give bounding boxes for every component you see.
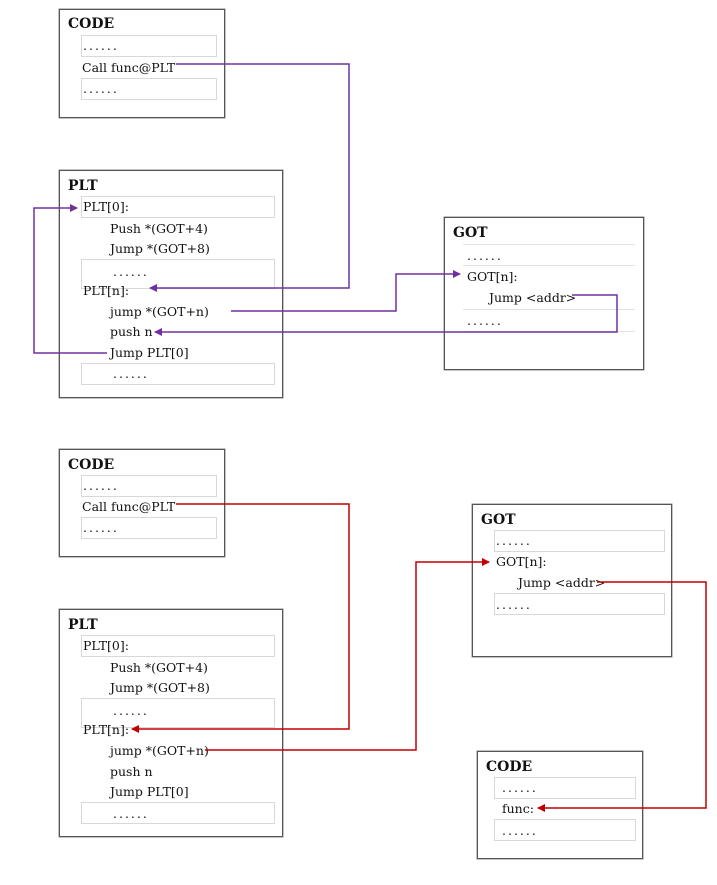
plt-line-dots: ...... <box>113 264 149 279</box>
code-box-title: CODE <box>68 457 115 473</box>
got-line-end: ...... <box>496 597 532 612</box>
code-box-top: CODE ...... Call func@PLT ...... <box>59 9 225 118</box>
got-line-dots: ...... <box>496 533 532 548</box>
plt-box-top: PLT PLT[0]: Push *(GOT+4) Jump *(GOT+8) … <box>59 170 283 398</box>
func-code-box: CODE ...... func: ...... <box>477 751 643 859</box>
plt-slot-end <box>81 802 275 824</box>
code-line-1: ...... <box>83 38 119 53</box>
plt-line-end: ...... <box>113 806 149 821</box>
code-box-bottom: CODE ...... Call func@PLT ...... <box>59 449 225 557</box>
plt-line-jump-gotn: jump *(GOT+n) <box>110 304 209 319</box>
code-line-3: ...... <box>502 823 538 838</box>
plt-line-dots: ...... <box>113 703 149 718</box>
plt-line-push-got4: Push *(GOT+4) <box>110 660 208 675</box>
plt-line-plt0: PLT[0]: <box>83 638 129 653</box>
got-line-jump-addr: Jump <addr> <box>518 575 606 590</box>
plt-slot-end <box>81 363 275 385</box>
got-line-jump-addr: Jump <addr> <box>489 290 577 305</box>
got-line-dots: ...... <box>467 248 503 263</box>
code-line-call: Call func@PLT <box>82 499 176 514</box>
plt-line-jump-gotn: jump *(GOT+n) <box>110 743 209 758</box>
got-separator <box>463 309 635 310</box>
plt-box-bottom: PLT PLT[0]: Push *(GOT+4) Jump *(GOT+8) … <box>59 609 283 837</box>
got-line-gotn: GOT[n]: <box>467 269 518 284</box>
got-box-top: GOT ...... GOT[n]: Jump <addr> ...... <box>444 217 644 370</box>
got-separator <box>463 244 635 245</box>
code-line-3: ...... <box>83 81 119 96</box>
plt-line-pltn: PLT[n]: <box>83 283 130 298</box>
code-box-title: CODE <box>486 759 533 775</box>
code-line-1: ...... <box>502 780 538 795</box>
plt-line-pltn: PLT[n]: <box>83 722 130 737</box>
code-line-3: ...... <box>83 520 119 535</box>
code-slot-1 <box>81 35 217 57</box>
plt-box-title: PLT <box>68 617 98 633</box>
plt-line-jump-got8: Jump *(GOT+8) <box>110 241 210 256</box>
plt-line-jump-plt0: Jump PLT[0] <box>110 345 189 360</box>
got-separator <box>463 331 635 332</box>
got-box-title: GOT <box>481 512 516 528</box>
plt-line-jump-got8: Jump *(GOT+8) <box>110 680 210 695</box>
code-line-call: Call func@PLT <box>82 60 176 75</box>
got-slot-1 <box>494 530 665 552</box>
got-line-gotn: GOT[n]: <box>496 554 547 569</box>
got-box-bottom: GOT ...... GOT[n]: Jump <addr> ...... <box>472 504 672 657</box>
code-slot-3 <box>494 819 636 841</box>
got-box-title: GOT <box>453 225 488 241</box>
got-line-end: ...... <box>467 313 503 328</box>
plt-box-title: PLT <box>68 178 98 194</box>
plt-line-push-n: push n <box>110 324 153 339</box>
code-box-title: CODE <box>68 16 115 32</box>
plt-line-push-n: push n <box>110 764 153 779</box>
code-line-func: func: <box>502 801 534 816</box>
code-slot-1 <box>81 475 217 497</box>
code-line-1: ...... <box>83 478 119 493</box>
got-separator <box>463 265 635 266</box>
plt-line-plt0: PLT[0]: <box>83 199 129 214</box>
plt-line-push-got4: Push *(GOT+4) <box>110 221 208 236</box>
plt-line-end: ...... <box>113 366 149 381</box>
plt-line-jump-plt0: Jump PLT[0] <box>110 784 189 799</box>
